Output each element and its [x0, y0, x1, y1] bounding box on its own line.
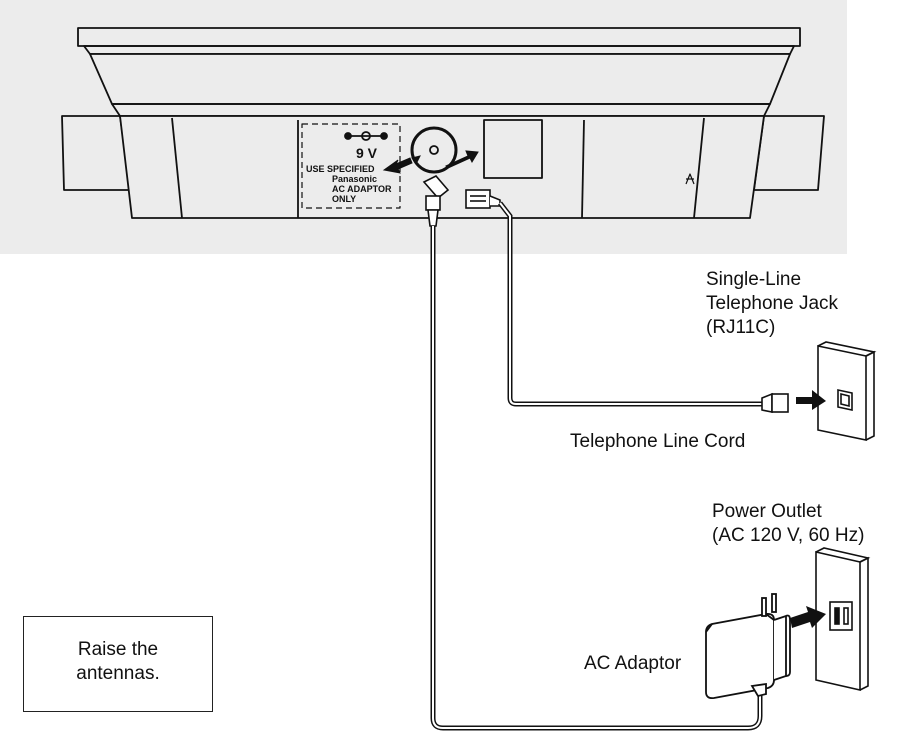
note-line-2: antennas. — [76, 663, 160, 684]
line-cord-label: Telephone Line Cord — [570, 431, 746, 452]
panel-text-4: ONLY — [332, 194, 356, 204]
jack-label-2: Telephone Jack — [706, 293, 839, 314]
note-box: Raise the antennas. — [23, 616, 213, 712]
modular-plug-wall — [761, 392, 789, 413]
jack-insert-arrow — [796, 390, 826, 410]
outlet-insert-arrow — [790, 606, 826, 628]
ac-adaptor — [705, 593, 791, 700]
panel-text-1: USE SPECIFIED — [306, 164, 375, 174]
outlet-label-1: Power Outlet — [712, 501, 822, 522]
base-unit — [61, 27, 825, 219]
dc-plug — [422, 175, 450, 227]
jack-label-1: Single-Line — [706, 269, 802, 290]
modular-plug-unit — [465, 189, 501, 209]
voltage-text: 9 V — [356, 145, 378, 161]
panel-text-3: AC ADAPTOR — [332, 184, 392, 194]
note-line-1: Raise the — [77, 639, 159, 660]
adaptor-label: AC Adaptor — [584, 653, 682, 674]
panel-text-2: Panasonic — [332, 174, 377, 184]
outlet-label-2: (AC 120 V, 60 Hz) — [712, 525, 865, 546]
jack-label-3: (RJ11C) — [706, 317, 776, 338]
telephone-wall-jack — [817, 341, 877, 441]
power-outlet — [815, 547, 871, 692]
insert-arrows — [382, 150, 479, 174]
